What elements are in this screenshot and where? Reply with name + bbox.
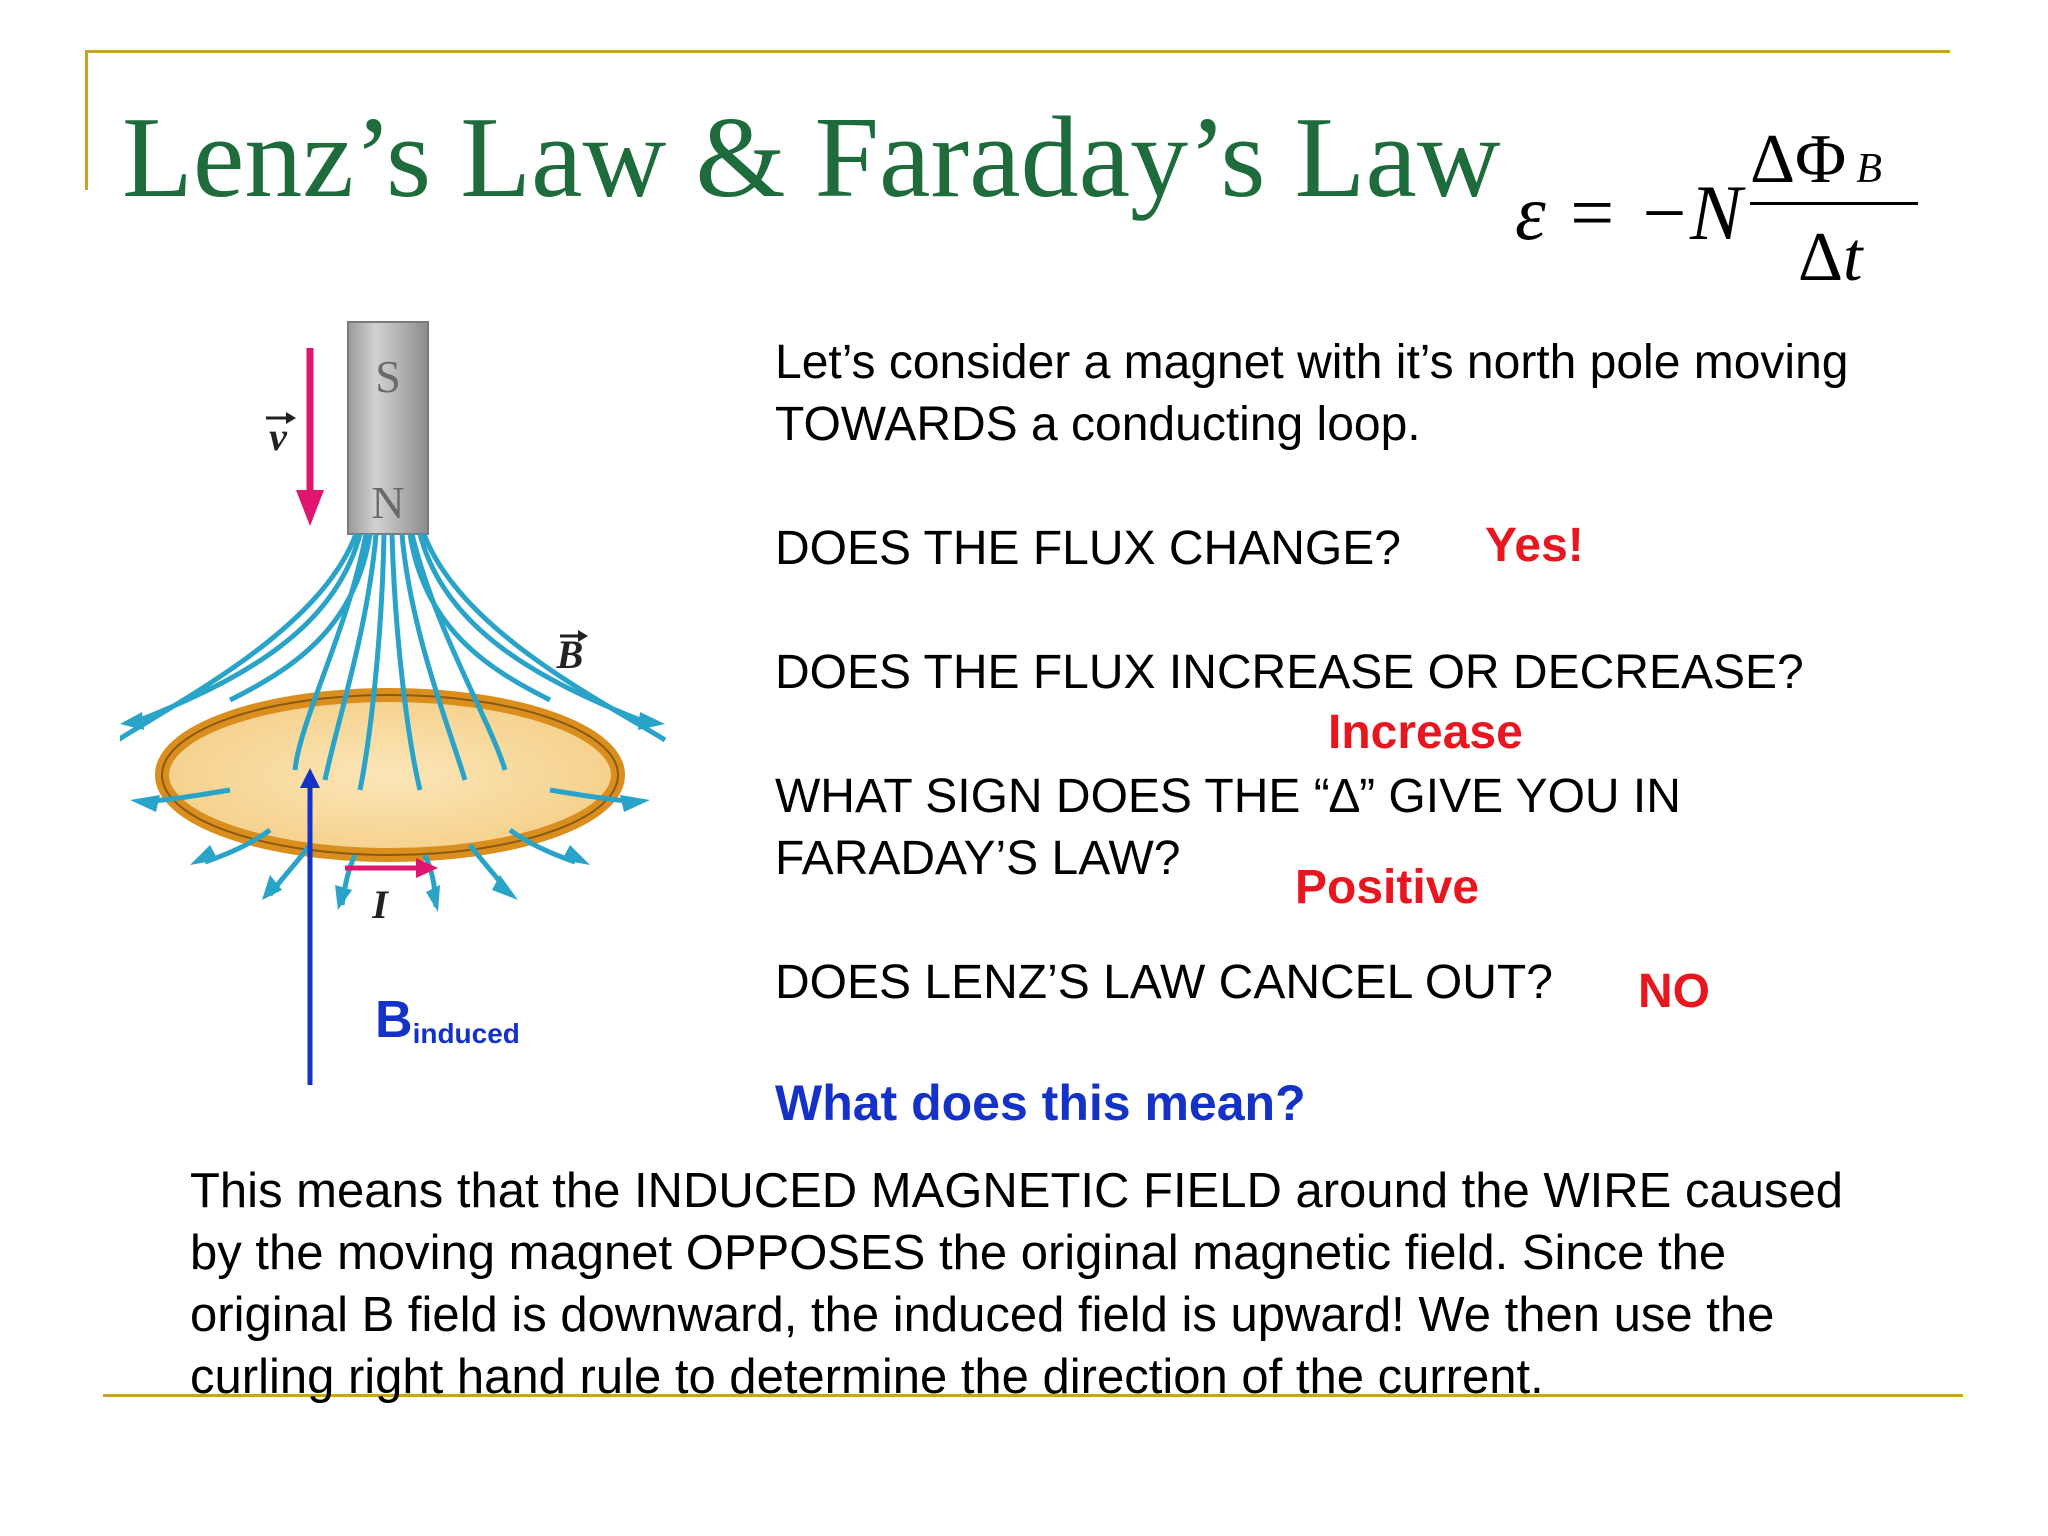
conducting-loop (155, 688, 625, 862)
velocity-arrow: v (266, 348, 324, 526)
field-lines-front (120, 533, 667, 791)
answer-delta-sign: Positive (1295, 861, 1480, 914)
answer-lenz-cancel: NO (1638, 965, 1710, 1018)
explanation-paragraph: This means that the INDUCED MAGNETIC FIE… (190, 1160, 1950, 1408)
magnet-south-label: S (375, 351, 401, 402)
bar-magnet: S N (347, 321, 429, 535)
question-delta-sign: WHAT SIGN DOES THE “∆” GIVE YOU IN FARAD… (775, 766, 1681, 890)
induced-field-sub: induced (412, 1018, 520, 1049)
induced-field-label: Binduced (375, 991, 520, 1049)
intro-line-2: TOWARDS a conducting loop. (775, 398, 1421, 451)
frame-bottom-line (103, 1394, 1963, 1397)
explanation-line-3: original B field is downward, the induce… (190, 1288, 1775, 1342)
question-flux-direction: DOES THE FLUX INCREASE OR DECREASE? (775, 646, 1804, 699)
formula-lhs: ε = −N (1515, 169, 1743, 256)
fraction-bar (1750, 202, 1918, 205)
question-lenz-cancel: DOES LENZ’S LAW CANCEL OUT? (775, 956, 1553, 1009)
induced-field-arrow (300, 768, 320, 1085)
intro-text: Let’s consider a magnet with it’s north … (775, 332, 1848, 456)
explanation-line-4: curling right hand rule to determine the… (190, 1350, 1544, 1404)
magnet-loop-diagram: S N v (120, 321, 667, 1085)
slide-title: Lenz’s Law & Faraday’s Law (122, 94, 1501, 222)
field-lines-below (139, 787, 641, 908)
current-label: I (371, 882, 389, 927)
question-delta-sign-line-2: FARADAY’S LAW? (775, 832, 1181, 885)
frame-top-line (85, 50, 1950, 53)
answer-flux-direction: Increase (1328, 706, 1523, 759)
velocity-label: v (269, 414, 288, 459)
explanation-line-1: This means that the INDUCED MAGNETIC FIE… (190, 1164, 1843, 1218)
magnet-north-label: N (371, 477, 404, 528)
explanation-line-2: by the moving magnet OPPOSES the origina… (190, 1226, 1727, 1280)
current-arrow: I (345, 858, 438, 927)
frame-left-line (85, 50, 88, 190)
formula-denominator: Δt (1798, 219, 1863, 296)
answer-flux-change: Yes! (1485, 519, 1584, 572)
question-meaning: What does this mean? (775, 1075, 1306, 1131)
question-flux-change: DOES THE FLUX CHANGE? (775, 522, 1401, 575)
question-delta-sign-line-1: WHAT SIGN DOES THE “∆” GIVE YOU IN (775, 770, 1681, 823)
formula-numerator-sub: B (1856, 146, 1882, 192)
intro-line-1: Let’s consider a magnet with it’s north … (775, 336, 1849, 389)
